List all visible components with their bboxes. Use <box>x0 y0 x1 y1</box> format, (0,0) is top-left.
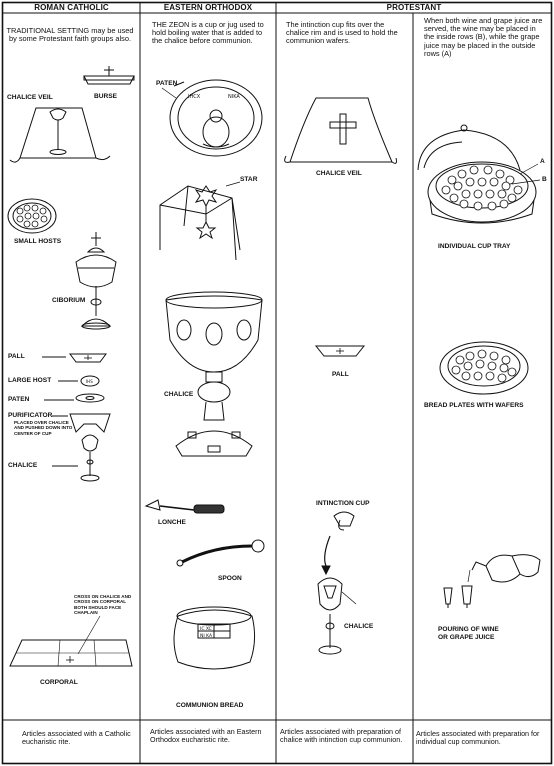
orthodox-chalice-drawing <box>165 291 263 457</box>
protestant-chalice-drawing <box>317 577 357 655</box>
description-eastern-orthodox: THE ZEON is a cup or jug used to hold bo… <box>152 20 264 46</box>
label-orthodox-paten: PATEN <box>156 80 178 87</box>
svg-text:IC XC: IC XC <box>200 626 212 632</box>
header-protestant: PROTESTANT <box>386 3 442 12</box>
label-burse: BURSE <box>94 93 118 100</box>
catholic-chalice-drawing <box>52 434 100 482</box>
footer-eastern-orthodox: Articles associated with an Eastern Orth… <box>150 727 262 744</box>
spoon-drawing <box>176 539 265 567</box>
label-individual-cup-tray: INDIVIDUAL CUP TRAY <box>438 243 511 250</box>
label-orthodox-chalice: CHALICE <box>164 391 194 398</box>
label-star: STAR <box>240 176 258 183</box>
label-purificator: PURIFICATOR <box>8 412 53 419</box>
footer-protestant: Articles associated with preparation of … <box>280 727 403 744</box>
large-host-drawing: IHS <box>58 375 100 387</box>
label-bread-plates: BREAD PLATES WITH WAFERS <box>424 402 524 409</box>
intinction-cup-drawing <box>321 511 355 576</box>
description-individual-cup: When both wine and grape juice are serve… <box>424 16 543 58</box>
footer-roman-catholic: Articles associated with a Catholic euch… <box>22 729 131 746</box>
orthodox-paten-drawing: IHCX NIKA <box>161 79 263 157</box>
pall-drawing <box>42 353 107 363</box>
marker-a: A <box>540 158 545 165</box>
lonche-drawing <box>144 499 225 514</box>
label-pouring: POURING OF WINE OR GRAPE JUICE <box>438 626 499 641</box>
purificator-drawing <box>52 413 111 433</box>
label-ciborium: CIBORIUM <box>52 297 86 304</box>
protestant-chalice-veil-drawing <box>284 97 397 164</box>
label-protestant-pall: PALL <box>332 371 349 378</box>
paten-drawing <box>44 393 105 403</box>
svg-text:NI KA: NI KA <box>200 633 213 639</box>
pouring-drawing <box>443 554 541 608</box>
corporal-drawing <box>9 615 133 667</box>
communion-bread-drawing: IC XC NI KA <box>173 606 256 670</box>
label-chalice-veil: CHALICE VEIL <box>7 94 53 101</box>
label-lonche: LONCHE <box>158 519 186 526</box>
svg-text:NIKA: NIKA <box>228 94 240 100</box>
description-roman-catholic: TRADITIONAL SETTING may be used by some … <box>6 26 134 44</box>
svg-text:IHCX: IHCX <box>188 94 201 100</box>
label-spoon: SPOON <box>218 575 242 582</box>
label-paten: PATEN <box>8 396 30 403</box>
label-pall: PALL <box>8 353 25 360</box>
individual-cup-tray-drawing <box>417 124 541 224</box>
marker-b: B <box>542 176 547 183</box>
note-purificator: PLACED OVER CHALICE AND PUSHED DOWN INTO… <box>14 420 73 436</box>
label-intinction-cup: INTINCTION CUP <box>316 500 370 507</box>
label-corporal: CORPORAL <box>40 679 78 686</box>
footer-individual-cup: Articles associated with preparation for… <box>416 729 540 746</box>
header-eastern-orthodox: EASTERN ORTHODOX <box>163 3 253 12</box>
label-small-hosts: SMALL HOSTS <box>14 238 62 245</box>
description-protestant: The intinction cup fits over the chalice… <box>286 20 398 46</box>
bread-plates-drawing <box>439 341 529 395</box>
label-communion-bread: COMMUNION BREAD <box>176 702 244 709</box>
protestant-pall-drawing <box>314 345 366 357</box>
chalice-veil-drawing <box>9 107 111 163</box>
small-hosts-drawing <box>7 198 57 234</box>
header-roman-catholic: ROMAN CATHOLIC <box>34 3 109 12</box>
label-large-host: LARGE HOST <box>8 377 52 384</box>
label-catholic-chalice: CHALICE <box>8 462 38 469</box>
note-cross-orientation: CROSS ON CHALICE AND CROSS ON CORPORAL B… <box>74 594 132 616</box>
svg-text:IHS: IHS <box>86 379 93 384</box>
star-drawing <box>159 181 241 261</box>
burse-drawing <box>83 66 135 85</box>
ciborium-drawing <box>75 232 117 330</box>
label-protestant-chalice: CHALICE <box>344 623 374 630</box>
label-protestant-chalice-veil: CHALICE VEIL <box>316 170 362 177</box>
